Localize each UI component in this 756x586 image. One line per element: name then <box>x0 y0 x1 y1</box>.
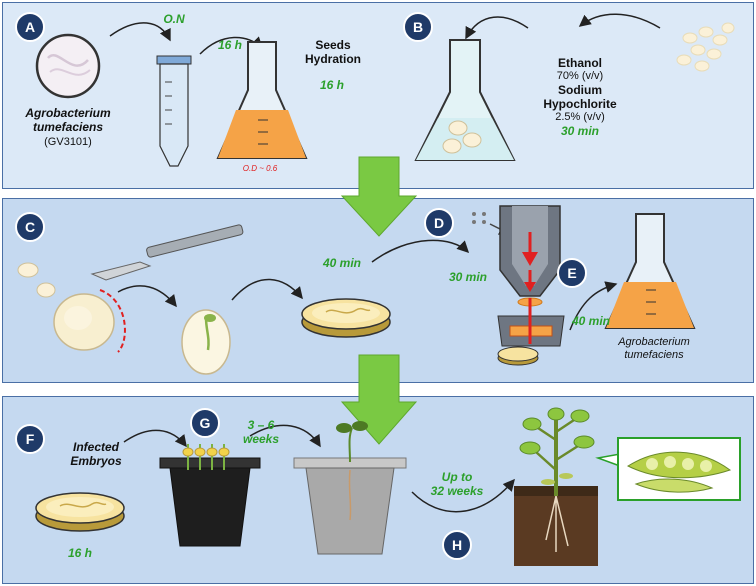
badge-d: D <box>424 208 454 238</box>
e-agrobacterium-label: Agrobacterium tumefaciens <box>604 336 704 362</box>
badge-b: B <box>403 12 433 42</box>
od-label: O.D ~ 0.6 <box>242 164 278 173</box>
flask-e-icon <box>604 213 696 329</box>
f-16h-label: 16 h <box>67 546 92 560</box>
transition-arrow-1 <box>340 156 418 237</box>
sodium-label: Sodium <box>558 83 602 98</box>
badge-c: C <box>15 212 45 242</box>
hypochlorite-conc: 2.5% (v/v) <box>555 111 605 124</box>
petri-dish-c-icon <box>301 298 391 338</box>
arrow-b2 <box>465 16 529 40</box>
infected-line1: Infected <box>72 440 119 454</box>
h-weeks-line1: Up to <box>441 470 473 484</box>
b-time-label: 30 min <box>560 124 599 139</box>
a-16h-label: 16 h <box>217 38 242 52</box>
arrow-c3 <box>371 239 470 263</box>
arrow-g1 <box>249 424 321 448</box>
bean-seeds-icon <box>17 262 115 351</box>
sterilization-label: Ethanol 70% (v/v) Sodium Hypochlorite 2.… <box>530 56 630 139</box>
e-organism-line1: Agrobacterium <box>618 336 690 348</box>
ethanol-conc: 70% (v/v) <box>556 70 604 83</box>
embryo-icon <box>181 309 231 375</box>
seeds-hydration-label: Seeds Hydration <box>292 38 374 66</box>
badge-f: F <box>15 424 45 454</box>
petri-dish-d-icon <box>497 346 539 366</box>
infected-line2: Embryos <box>70 454 122 469</box>
h-weeks-line2: 32 weeks <box>430 484 484 499</box>
flask-a-icon <box>216 41 308 159</box>
agrobacterium-line1: Agrobacterium <box>25 106 111 120</box>
scalpel-icon <box>90 224 244 281</box>
hypochlorite-label: Hypochlorite <box>543 97 617 112</box>
seeds-icon <box>676 22 735 72</box>
ethanol-label: Ethanol <box>558 56 602 70</box>
agrobacterium-petri-dish-icon <box>35 33 101 99</box>
badge-e: E <box>557 258 587 288</box>
transition-arrow-2 <box>340 354 418 445</box>
seeds-time-label: 16 h <box>319 78 344 92</box>
arrow-f1 <box>123 429 187 448</box>
infected-embryos-label: Infected Embryos <box>56 440 136 468</box>
grey-pot-icon <box>293 421 407 555</box>
seeds-line2: Hydration <box>304 52 361 67</box>
arrow-h1 <box>411 478 515 513</box>
on-time-label: O.N <box>163 12 185 26</box>
badge-a: A <box>15 12 45 42</box>
flask-b-icon <box>414 39 516 161</box>
seeds-line1: Seeds <box>315 38 351 52</box>
black-pot-icon <box>159 444 261 547</box>
strain-label: (GV3101) <box>44 136 92 148</box>
badge-g: G <box>190 408 220 438</box>
pods-callout-icon <box>595 437 741 501</box>
soybean-plant-icon <box>514 407 598 566</box>
arrow-e1 <box>569 281 618 331</box>
c-40min-label: 40 min <box>322 256 361 270</box>
e-40min-label: 40 min <box>571 314 610 328</box>
falcon-tube-icon <box>156 55 192 167</box>
g-weeks-label: 3 – 6 weeks <box>236 418 286 446</box>
badge-h: H <box>442 530 472 560</box>
sonicator-icon <box>472 205 565 347</box>
arrow-c2 <box>231 278 303 301</box>
e-organism-line2: tumefaciens <box>624 348 684 361</box>
arrow-c1 <box>117 285 177 308</box>
d-30min-label: 30 min <box>448 270 487 284</box>
g-weeks-line2: weeks <box>242 432 280 447</box>
cut-line <box>99 289 126 353</box>
petri-dish-f-icon <box>35 492 125 532</box>
agrobacterium-label: Agrobacterium tumefaciens <box>18 106 118 134</box>
h-weeks-label: Up to 32 weeks <box>420 470 494 498</box>
arrow-b1 <box>578 13 661 29</box>
arrow-a1 <box>109 22 171 42</box>
g-weeks-line1: 3 – 6 <box>247 418 275 432</box>
agrobacterium-line2: tumefaciens <box>32 120 104 135</box>
